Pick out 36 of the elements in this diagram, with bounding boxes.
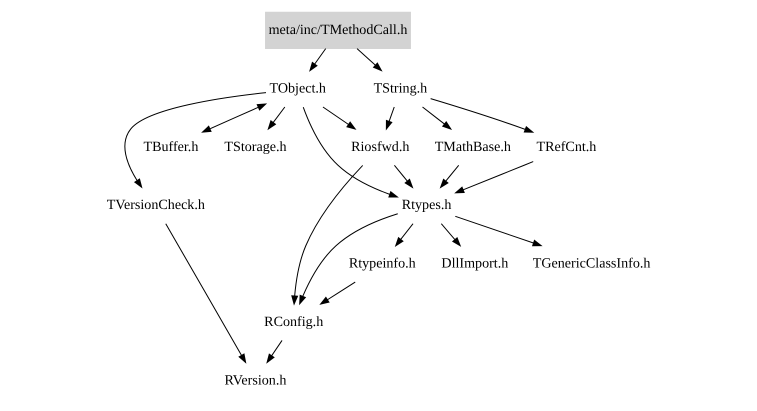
arrow <box>440 223 462 247</box>
arrow <box>394 223 414 247</box>
node-text: TStorage.h <box>224 138 287 155</box>
arrow <box>430 98 534 133</box>
arrow <box>201 103 268 133</box>
arrow <box>386 106 395 130</box>
arrow <box>440 165 460 189</box>
node-text: TRefCnt.h <box>536 138 596 155</box>
arrow <box>267 106 286 130</box>
arrow <box>124 92 266 189</box>
arrow <box>454 161 534 194</box>
arrow <box>299 213 398 306</box>
node-text: TString.h <box>374 80 428 96</box>
node-text: DllImport.h <box>441 256 508 272</box>
node-text: TMathBase.h <box>434 138 511 155</box>
node-text: Rtypes.h <box>402 197 452 214</box>
node-text: RVersion.h <box>224 372 286 388</box>
node-text: TVersionCheck.h <box>106 197 205 214</box>
arrow <box>356 48 383 72</box>
node-text: Riosfwd.h <box>351 138 410 155</box>
arrow <box>309 48 326 72</box>
arrow <box>266 340 282 364</box>
arrow <box>302 106 399 198</box>
node-box: meta/inc/TMethodCall.h <box>265 12 411 50</box>
arrow <box>455 216 543 246</box>
arrow <box>319 282 356 305</box>
node-text: TObject.h <box>270 80 326 96</box>
arrow <box>394 165 414 189</box>
arrow <box>165 223 246 364</box>
node-text: Rtypeinfo.h <box>348 256 416 272</box>
arrow <box>322 106 356 130</box>
node-text: TBuffer.h <box>144 138 198 155</box>
arrow <box>422 106 452 130</box>
node-text: TGenericClassInfo.h <box>532 256 650 272</box>
node-text: RConfig.h <box>264 314 324 330</box>
arrow <box>291 165 364 306</box>
